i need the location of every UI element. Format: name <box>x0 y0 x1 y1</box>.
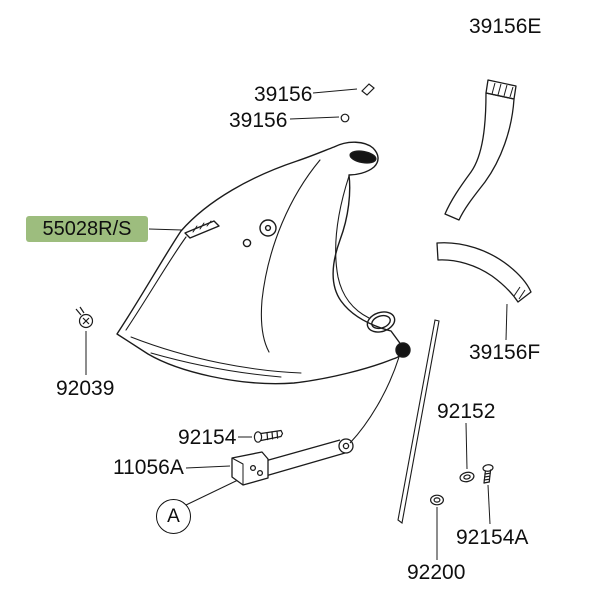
stay-eye <box>338 438 354 454</box>
fairing-left-edge-line <box>125 236 187 331</box>
part-label-92154a: 92154A <box>456 526 529 549</box>
top-mount-pad <box>349 150 377 164</box>
screw-92154a-drawing <box>482 464 494 484</box>
part-39156e-drawing <box>444 79 517 221</box>
strip-body <box>444 92 515 221</box>
part-39156f-drawing <box>436 242 532 303</box>
fasteners-right-drawing <box>430 464 494 506</box>
fairing-streak-2 <box>150 352 282 378</box>
screw-92154-drawing <box>253 429 284 443</box>
detail-marker-a: A <box>156 499 191 534</box>
part-label-39156f: 39156F <box>469 341 541 364</box>
bracket-11056a-drawing <box>231 356 400 486</box>
stay-link-line <box>349 356 400 444</box>
trim-55028-drawing <box>184 220 220 239</box>
part-label-92154: 92154 <box>178 426 237 449</box>
oval-vent-hole-inner <box>371 314 391 330</box>
part-label-92200: 92200 <box>407 561 466 584</box>
bolt-boss-center <box>264 224 272 232</box>
rubber-grommet <box>395 342 411 358</box>
fairing-streak-1 <box>130 336 302 374</box>
part-label-92152: 92152 <box>437 400 496 423</box>
leader-lines <box>85 88 508 560</box>
screw-92039-drawing <box>75 306 94 329</box>
part-label-39156-top: 39156 <box>254 83 313 106</box>
part-label-11056a: 11056A <box>113 456 184 479</box>
small-hole <box>242 238 252 248</box>
rivet-upper <box>361 83 375 96</box>
bolt-boss <box>259 219 277 237</box>
rivet-lower <box>340 113 350 123</box>
part-label-55028rs: 55028R/S <box>26 216 148 242</box>
fairing-crease-right <box>335 175 370 319</box>
damper-92200-drawing <box>430 494 445 506</box>
part-label-39156e: 39156E <box>469 15 542 38</box>
part-label-92039: 92039 <box>56 377 115 400</box>
trim-body <box>436 242 532 303</box>
cover-edge-line <box>397 319 440 524</box>
rivet-drawings <box>340 83 375 123</box>
fairing-outline <box>116 141 404 385</box>
part-label-39156-bottom: 39156 <box>229 109 288 132</box>
washer-92152-drawing <box>459 471 475 483</box>
oval-vent-hole-outer <box>366 311 396 333</box>
main-fairing-drawing <box>116 141 411 385</box>
fairing-crease-left <box>260 159 321 353</box>
